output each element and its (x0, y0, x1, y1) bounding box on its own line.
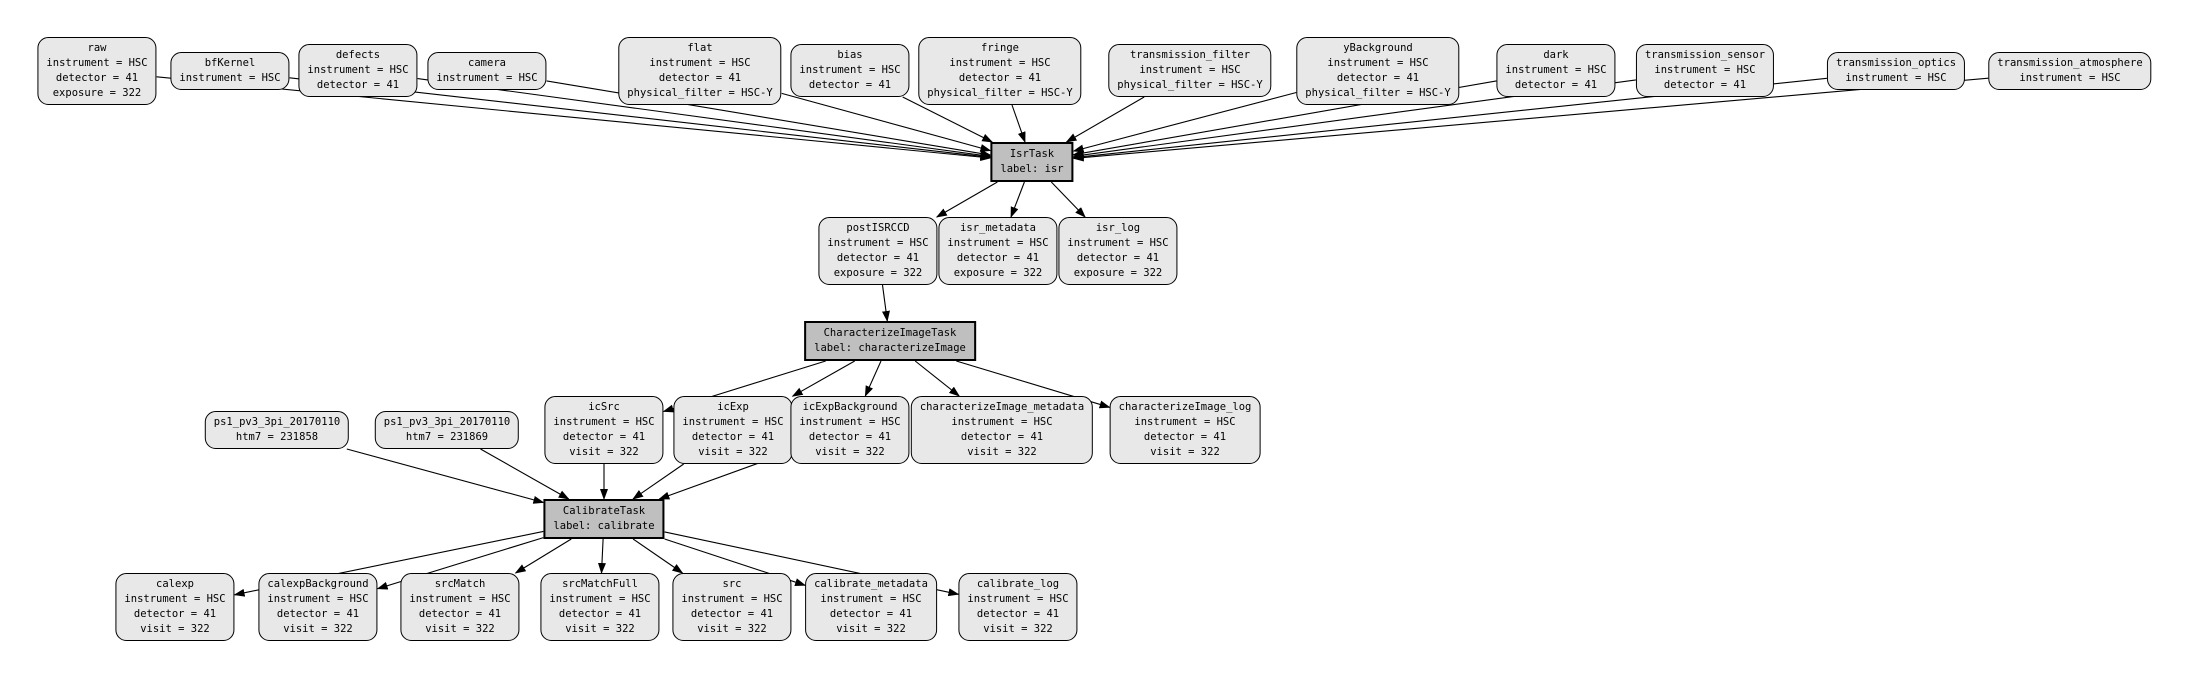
node-calexp: calexp instrument = HSC detector = 41 vi… (115, 573, 235, 641)
edge-ps1_a-to-CalibrateTask (346, 448, 545, 504)
node-icexp: icExp instrument = HSC detector = 41 vis… (673, 396, 793, 464)
edge-CalibrateTask-to-srcMatch (514, 538, 572, 574)
node-transmission-optics: transmission_optics instrument = HSC (1826, 52, 1966, 90)
edge-postISRCCD-to-CharacterizeImageTask (881, 284, 890, 322)
node-camera: camera instrument = HSC (427, 52, 547, 90)
edge-ps1_b-to-CalibrateTask (480, 448, 570, 500)
node-transmission-atmosphere: transmission_atmosphere instrument = HSC (1988, 52, 2152, 90)
node-ps1-refcat-231869: ps1_pv3_3pi_20170110 htm7 = 231869 (374, 411, 520, 449)
node-calexpbackground: calexpBackground instrument = HSC detect… (258, 573, 378, 641)
node-defects: defects instrument = HSC detector = 41 (298, 44, 418, 97)
node-icexpbackground: icExpBackground instrument = HSC detecto… (790, 396, 910, 464)
node-dark: dark instrument = HSC detector = 41 (1496, 44, 1616, 97)
edge-transmission_atmosphere-to-IsrTask (1072, 77, 1989, 162)
edge-CalibrateTask-to-srcMatchFull (597, 538, 606, 574)
edge-CharacterizeImageTask-to-characterizeImage_metadata (914, 360, 960, 397)
edge-CharacterizeImageTask-to-icExpBackground (864, 360, 882, 397)
node-fringe: fringe instrument = HSC detector = 41 ph… (918, 37, 1082, 105)
edge-IsrTask-to-isr_metadata (1010, 181, 1025, 218)
edge-yBackground-to-IsrTask (1072, 91, 1297, 153)
edge-IsrTask-to-isr_log (1050, 181, 1086, 218)
node-isr-task: IsrTask label: isr (990, 142, 1074, 182)
node-bfkernel: bfKernel instrument = HSC (170, 52, 290, 90)
edge-CharacterizeImageTask-to-icExp (791, 360, 855, 397)
edge-icExp-to-CalibrateTask (632, 463, 685, 500)
node-isr-log: isr_log instrument = HSC detector = 41 e… (1058, 217, 1178, 285)
node-calibrate-task: CalibrateTask label: calibrate (543, 499, 665, 539)
node-src: src instrument = HSC detector = 41 visit… (672, 573, 792, 641)
node-flat: flat instrument = HSC detector = 41 phys… (618, 37, 782, 105)
edge-defects-to-IsrTask (417, 78, 992, 160)
node-bias: bias instrument = HSC detector = 41 (790, 44, 910, 97)
node-ps1-refcat-231858: ps1_pv3_3pi_20170110 htm7 = 231858 (204, 411, 350, 449)
node-characterizeimage-metadata: characterizeImage_metadata instrument = … (910, 396, 1094, 464)
node-raw: raw instrument = HSC detector = 41 expos… (37, 37, 157, 105)
node-calibrate-log: calibrate_log instrument = HSC detector … (958, 573, 1078, 641)
node-transmission-filter: transmission_filter instrument = HSC phy… (1108, 44, 1272, 97)
edge-raw-to-IsrTask (156, 76, 992, 162)
node-postisrccd: postISRCCD instrument = HSC detector = 4… (818, 217, 938, 285)
node-srcmatchfull: srcMatchFull instrument = HSC detector =… (540, 573, 660, 641)
edge-fringe-to-IsrTask (1011, 104, 1026, 143)
node-characterize-image-task: CharacterizeImageTask label: characteriz… (804, 321, 976, 361)
node-calibrate-metadata: calibrate_metadata instrument = HSC dete… (805, 573, 937, 641)
edge-transmission_filter-to-IsrTask (1065, 96, 1145, 143)
edge-CalibrateTask-to-src (632, 538, 684, 574)
node-isr-metadata: isr_metadata instrument = HSC detector =… (938, 217, 1058, 285)
node-srcmatch: srcMatch instrument = HSC detector = 41 … (400, 573, 520, 641)
edge-bias-to-IsrTask (902, 96, 994, 143)
node-icsrc: icSrc instrument = HSC detector = 41 vis… (544, 396, 664, 464)
node-transmission-sensor: transmission_sensor instrument = HSC det… (1635, 44, 1775, 97)
edge-IsrTask-to-postISRCCD (935, 181, 998, 218)
node-ybackground: yBackground instrument = HSC detector = … (1296, 37, 1460, 105)
node-characterizeimage-log: characterizeImage_log instrument = HSC d… (1109, 396, 1261, 464)
edge-flat-to-IsrTask (781, 92, 992, 152)
